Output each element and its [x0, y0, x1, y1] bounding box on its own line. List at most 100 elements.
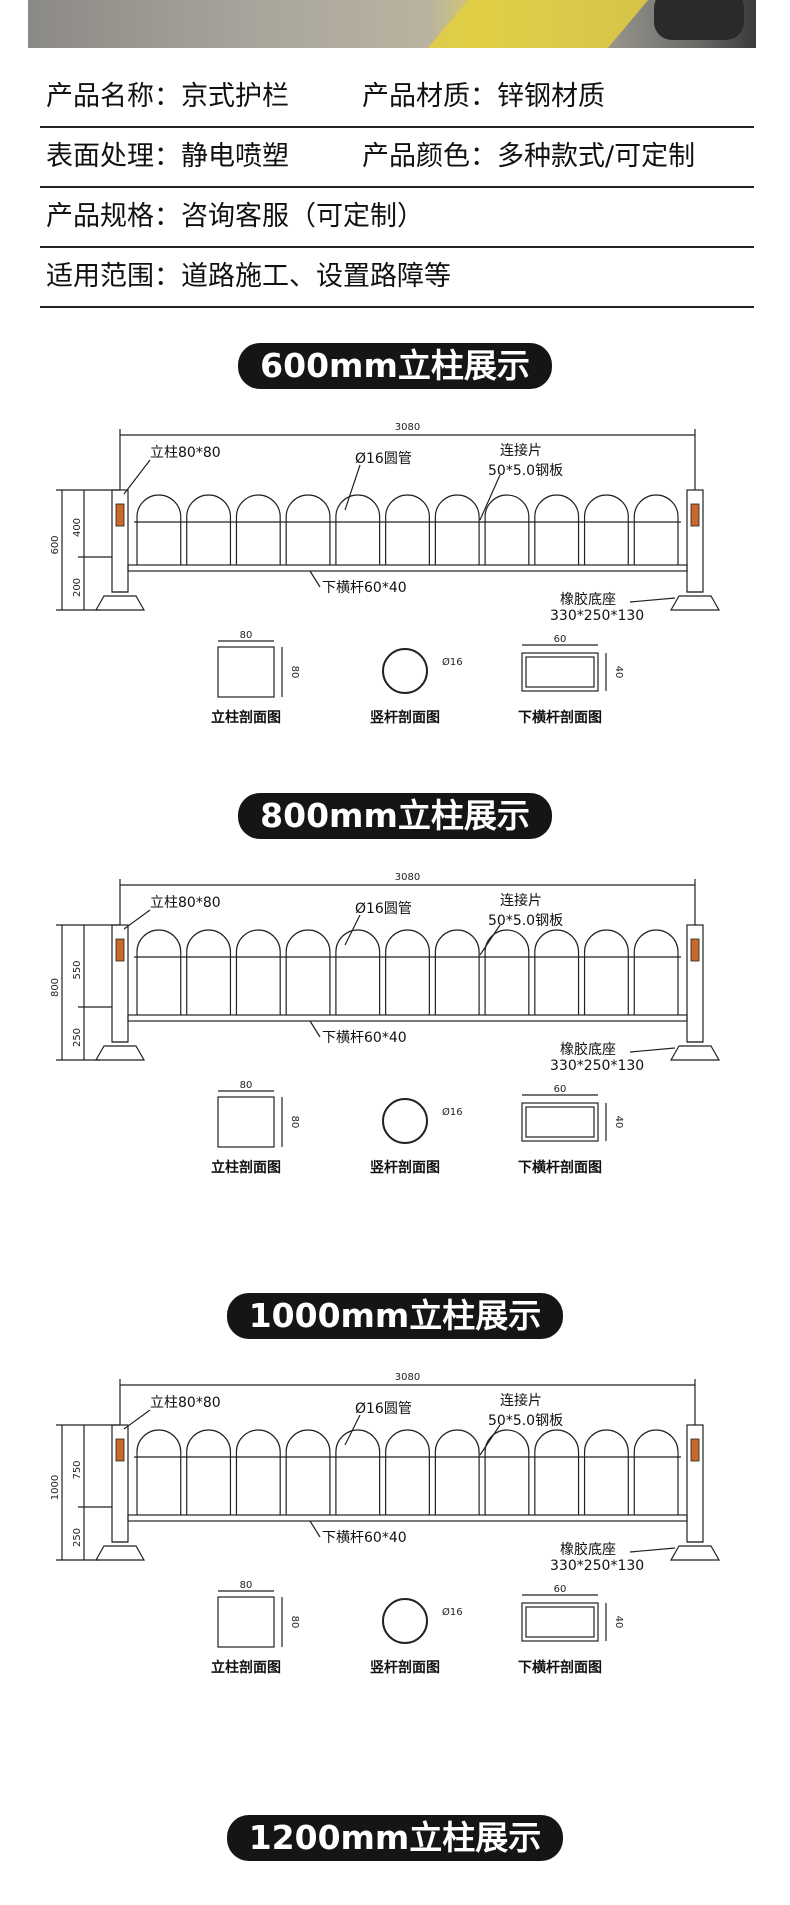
arch-tube — [484, 494, 530, 565]
cross-sections — [217, 640, 607, 698]
post-label: 立柱80*80 — [150, 1395, 221, 1411]
rail-section-caption: 下横杆剖面图 — [518, 1159, 602, 1176]
left-post — [94, 924, 146, 1061]
spec-size: 产品规格：咨询客服（可定制） — [46, 201, 424, 232]
post-section-width: 80 — [240, 1080, 253, 1091]
height-upper-value: 750 — [72, 1460, 83, 1479]
post-section-height: 80 — [289, 1116, 300, 1129]
arch-tube — [235, 494, 281, 565]
rail-label: 下横杆60*40 — [322, 580, 407, 596]
bottom-rail — [127, 564, 688, 572]
labels — [123, 909, 676, 1053]
post-label: 立柱80*80 — [150, 895, 221, 911]
tube-label: Ø16圆管 — [355, 451, 412, 467]
height-total-value: 1000 — [50, 1475, 61, 1500]
rail-section-height: 40 — [613, 1116, 624, 1129]
arch-tube — [335, 1429, 381, 1515]
arch-tube — [583, 1429, 629, 1515]
tube-section — [382, 1598, 428, 1644]
base-label: 橡胶底座 — [560, 1041, 616, 1058]
tube-section-diameter: Ø16 — [442, 656, 463, 668]
tube-section — [382, 648, 428, 694]
spec-row: 产品名称：京式护栏 产品材质：锌钢材质 — [40, 68, 754, 128]
tube-section-diameter: Ø16 — [442, 1606, 463, 1618]
section-title-800: 800mm立柱展示 — [0, 793, 790, 839]
base-label: 橡胶底座 — [560, 1541, 616, 1558]
bottom-rail — [127, 1014, 688, 1022]
height-lower-value: 200 — [72, 578, 83, 597]
arch-tube — [434, 494, 480, 565]
connector-label: 连接片 — [500, 442, 542, 459]
base-size: 330*250*130 — [550, 1558, 644, 1574]
post-section-width: 80 — [240, 630, 253, 641]
rail-section — [521, 1602, 599, 1642]
spec-row: 产品规格：咨询客服（可定制） — [40, 188, 754, 248]
height-dimension — [56, 1424, 120, 1561]
post-section-caption: 立柱剖面图 — [211, 709, 281, 726]
arch-tube — [385, 494, 430, 565]
tube-label: Ø16圆管 — [355, 1401, 412, 1417]
spec-table: 产品名称：京式护栏 产品材质：锌钢材质 表面处理：静电喷塑 产品颜色：多种款式/… — [40, 68, 754, 308]
arch-tube — [583, 929, 629, 1015]
tube-label: Ø16圆管 — [355, 901, 412, 917]
arch-tube — [633, 494, 679, 565]
tube-section — [382, 1098, 428, 1144]
arch-tube — [285, 494, 331, 565]
rail-section-width: 60 — [554, 1584, 567, 1595]
section-title-1200: 1200mm立柱展示 — [0, 1815, 790, 1861]
spec-surface: 表面处理：静电喷塑 — [46, 141, 289, 172]
arch-tube — [186, 929, 232, 1015]
width-dimension — [119, 1379, 696, 1425]
product-photo-strip — [28, 0, 756, 48]
base-size: 330*250*130 — [550, 608, 644, 624]
rail-label: 下横杆60*40 — [322, 1530, 407, 1546]
tube-section-diameter: Ø16 — [442, 1106, 463, 1118]
labels — [123, 459, 676, 603]
width-dimension — [119, 429, 696, 490]
section-title-600: 600mm立柱展示 — [0, 343, 790, 389]
post-section — [217, 1596, 275, 1648]
arch-tube — [136, 494, 182, 565]
arch-tube — [534, 929, 580, 1015]
post-section — [217, 646, 275, 698]
rail-section-width: 60 — [554, 634, 567, 645]
post-section-height: 80 — [289, 666, 300, 679]
right-post — [669, 1424, 721, 1561]
base-size: 330*250*130 — [550, 1058, 644, 1074]
post-section — [217, 1096, 275, 1148]
arch-tube — [633, 1429, 679, 1515]
arch-tube — [534, 1429, 580, 1515]
arch-tube — [434, 1429, 480, 1515]
arch-tube — [434, 929, 480, 1015]
cross-sections — [217, 1090, 607, 1148]
arch-tube — [335, 494, 381, 565]
connector-label: 连接片 — [500, 892, 542, 909]
plate-label: 50*5.0钢板 — [488, 1413, 563, 1429]
arch-tube — [534, 494, 580, 565]
tube-section-caption: 竖杆剖面图 — [370, 1659, 440, 1676]
spec-usage: 适用范围：道路施工、设置路障等 — [46, 261, 451, 292]
arch-tube — [235, 929, 281, 1015]
arch-tube — [136, 929, 182, 1015]
arch-tube — [235, 1429, 281, 1515]
height-upper-value: 550 — [72, 960, 83, 979]
rail-section-caption: 下横杆剖面图 — [518, 1659, 602, 1676]
rail-section-height: 40 — [613, 666, 624, 679]
arch-panel — [134, 494, 681, 565]
arch-tube — [186, 1429, 232, 1515]
post-section-height: 80 — [289, 1616, 300, 1629]
base-label: 橡胶底座 — [560, 591, 616, 608]
spec-product-name: 产品名称：京式护栏 — [46, 81, 289, 112]
arch-tube — [335, 929, 381, 1015]
post-section-caption: 立柱剖面图 — [211, 1159, 281, 1176]
rail-section — [521, 1102, 599, 1142]
height-lower-value: 250 — [72, 1028, 83, 1047]
arch-panel — [134, 929, 681, 1015]
rail-section-height: 40 — [613, 1616, 624, 1629]
arch-tube — [633, 929, 679, 1015]
